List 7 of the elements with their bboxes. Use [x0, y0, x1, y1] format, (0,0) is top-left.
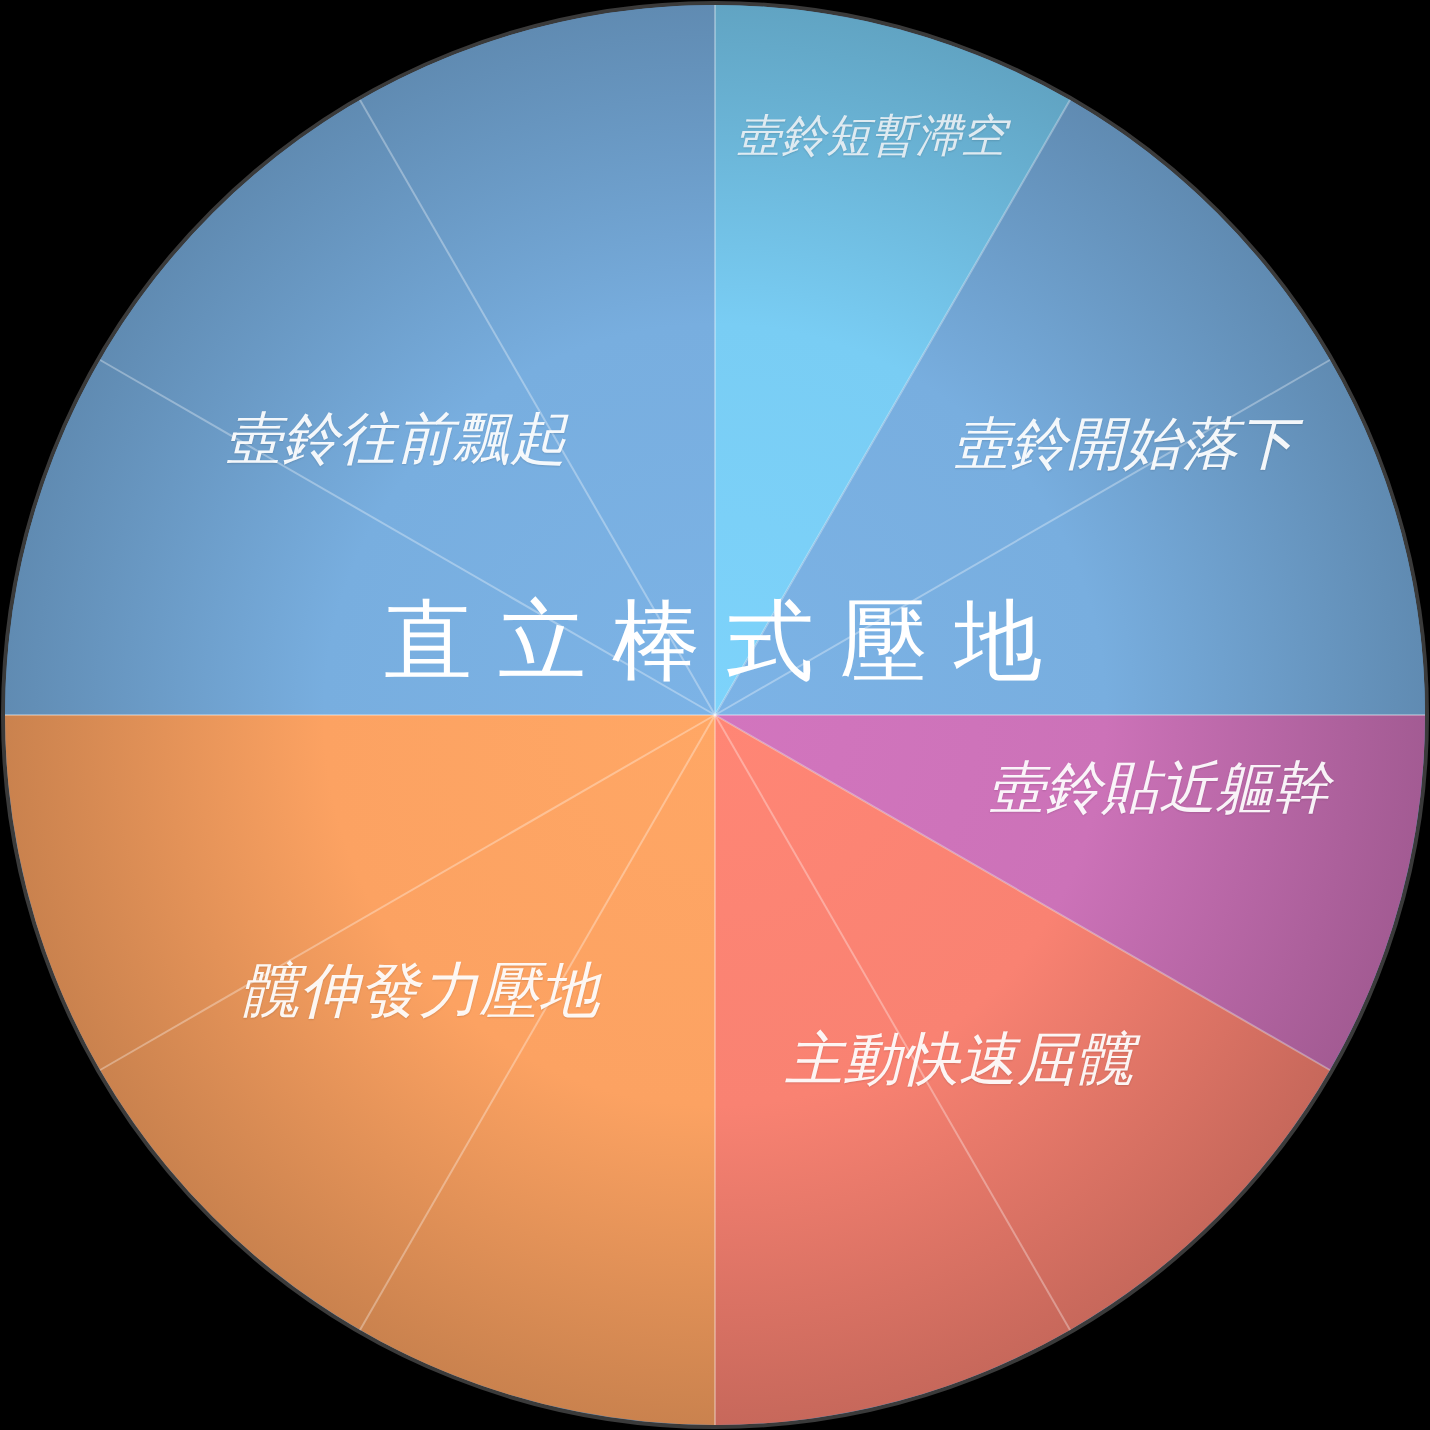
sector-label: 主動快速屈髖	[779, 1022, 1151, 1098]
sector-label: 壺鈴貼近軀幹	[982, 749, 1348, 825]
sector-label: 壺鈴開始落下	[947, 405, 1313, 481]
phase-label: 直立棒式壓地	[384, 590, 1068, 692]
sector-label: 壺鈴往前飄起	[224, 403, 570, 473]
sector-label: 壺鈴短暫滯空	[731, 106, 1019, 166]
sector-label: 髖伸發力壓地	[233, 951, 617, 1029]
